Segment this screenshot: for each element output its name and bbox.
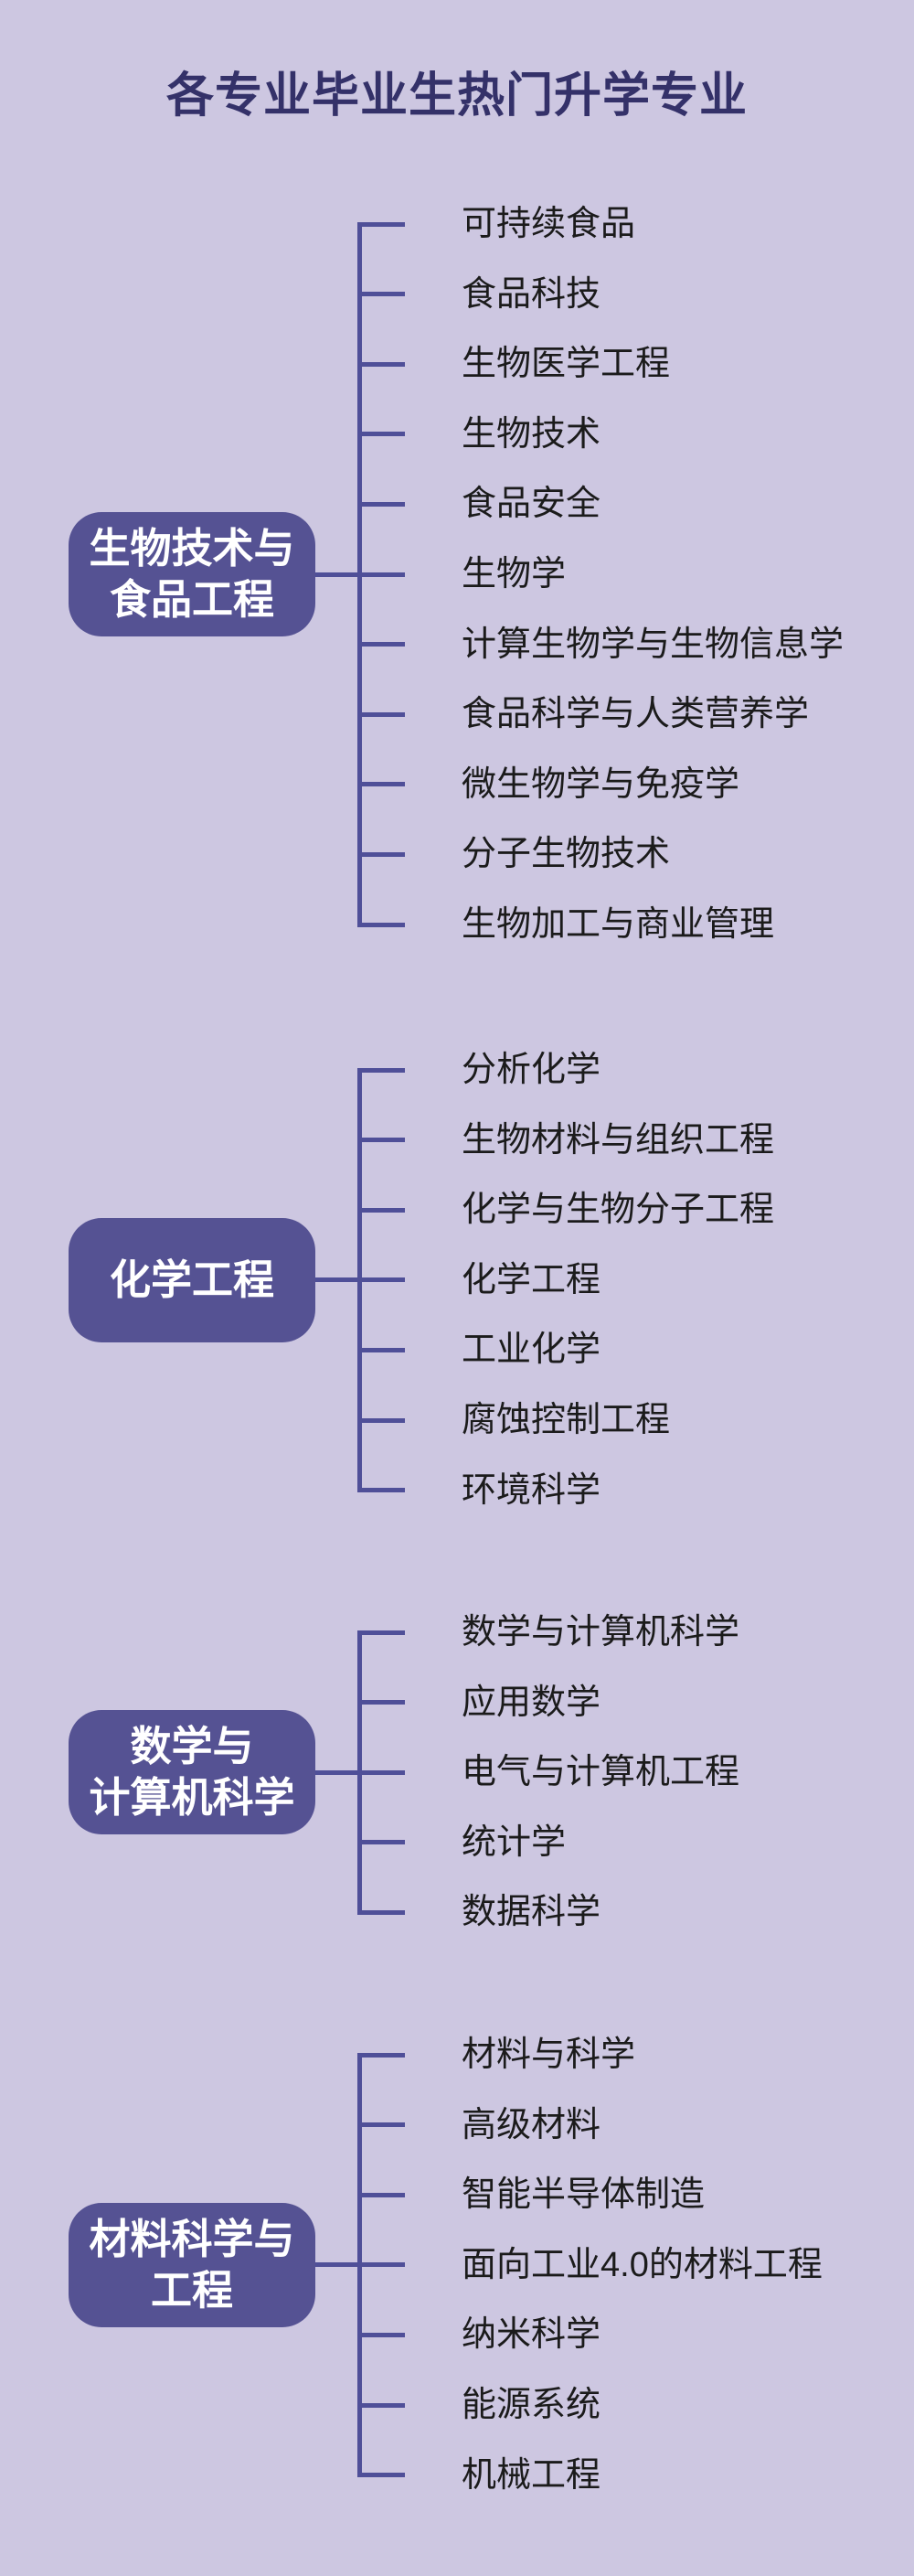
item-tick-line (359, 2192, 405, 2197)
item-tick-line (359, 1067, 405, 1073)
item-label: 面向工业4.0的材料工程 (462, 2245, 823, 2284)
page-title: 各专业毕业生热门升学专业 (165, 69, 748, 123)
box-connector-line (315, 1277, 359, 1283)
box-connector-line (315, 572, 359, 577)
item-tick-line (359, 2122, 405, 2128)
item-tick-line (359, 1207, 405, 1213)
item-label: 计算生物学与生物信息学 (462, 625, 845, 664)
item-tick-line (359, 922, 405, 927)
category-box-label: 工程 (150, 2266, 233, 2314)
item-label: 生物学 (462, 555, 567, 593)
category-box-label: 数学与 (130, 1723, 254, 1770)
item-label: 工业化学 (462, 1331, 601, 1370)
item-label: 食品安全 (462, 485, 601, 524)
item-label: 机械工程 (462, 2455, 601, 2495)
item-tick-line (359, 1840, 405, 1845)
item-tick-line (359, 1138, 405, 1143)
item-tick-line (359, 1488, 405, 1493)
item-label: 电气与计算机工程 (462, 1753, 740, 1792)
item-tick-line (359, 1630, 405, 1635)
item-label: 生物材料与组织工程 (462, 1120, 775, 1160)
item-tick-line (359, 1347, 405, 1352)
item-tick-line (359, 1769, 405, 1775)
item-label: 生物医学工程 (462, 345, 671, 384)
item-tick-line (359, 2473, 405, 2478)
item-tick-line (359, 221, 405, 227)
item-tick-line (359, 711, 405, 717)
box-connector-line (315, 2262, 359, 2268)
item-label: 食品科学与人类营养学 (462, 695, 810, 734)
item-label: 分析化学 (462, 1051, 601, 1089)
item-label: 智能半导体制造 (462, 2175, 706, 2215)
item-label: 腐蚀控制工程 (462, 1401, 671, 1439)
item-label: 高级材料 (462, 2105, 601, 2144)
item-label: 环境科学 (462, 1470, 601, 1510)
category-box: 数学与计算机科学 (69, 1710, 315, 1835)
item-tick-line (359, 1277, 405, 1283)
item-tick-line (359, 642, 405, 647)
item-tick-line (359, 501, 405, 507)
box-connector-line (315, 1769, 359, 1775)
item-tick-line (359, 2402, 405, 2408)
item-label: 生物加工与商业管理 (462, 905, 775, 944)
category-box-label: 食品工程 (109, 576, 274, 623)
item-label: 分子生物技术 (462, 835, 671, 874)
category-box: 化学工程 (69, 1217, 315, 1342)
category-box-label: 生物技术与 (89, 525, 295, 572)
item-tick-line (359, 2262, 405, 2268)
item-label: 生物技术 (462, 414, 601, 454)
item-tick-line (359, 1909, 405, 1915)
item-label: 统计学 (462, 1822, 567, 1862)
item-label: 化学与生物分子工程 (462, 1191, 775, 1230)
item-label: 应用数学 (462, 1683, 601, 1722)
item-label: 数据科学 (462, 1893, 601, 1932)
item-label: 数学与计算机科学 (462, 1613, 740, 1651)
category-box-label: 化学工程 (109, 1256, 274, 1303)
item-tick-line (359, 851, 405, 857)
item-label: 食品科技 (462, 274, 601, 314)
item-label: 材料与科学 (462, 2036, 636, 2074)
item-tick-line (359, 572, 405, 577)
item-tick-line (359, 2332, 405, 2337)
item-tick-line (359, 2052, 405, 2058)
item-label: 化学工程 (462, 1260, 601, 1299)
item-tick-line (359, 782, 405, 787)
item-tick-line (359, 1700, 405, 1705)
item-label: 微生物学与免疫学 (462, 764, 740, 804)
category-box-label: 材料科学与 (89, 2215, 295, 2262)
item-tick-line (359, 432, 405, 437)
item-tick-line (359, 292, 405, 297)
category-box-label: 计算机科学 (89, 1774, 295, 1822)
category-box: 生物技术与食品工程 (69, 512, 315, 636)
item-tick-line (359, 361, 405, 367)
item-label: 纳米科学 (462, 2315, 601, 2355)
item-label: 可持续食品 (462, 205, 636, 243)
category-box: 材料科学与工程 (69, 2202, 315, 2327)
item-label: 能源系统 (462, 2386, 601, 2424)
item-tick-line (359, 1417, 405, 1423)
